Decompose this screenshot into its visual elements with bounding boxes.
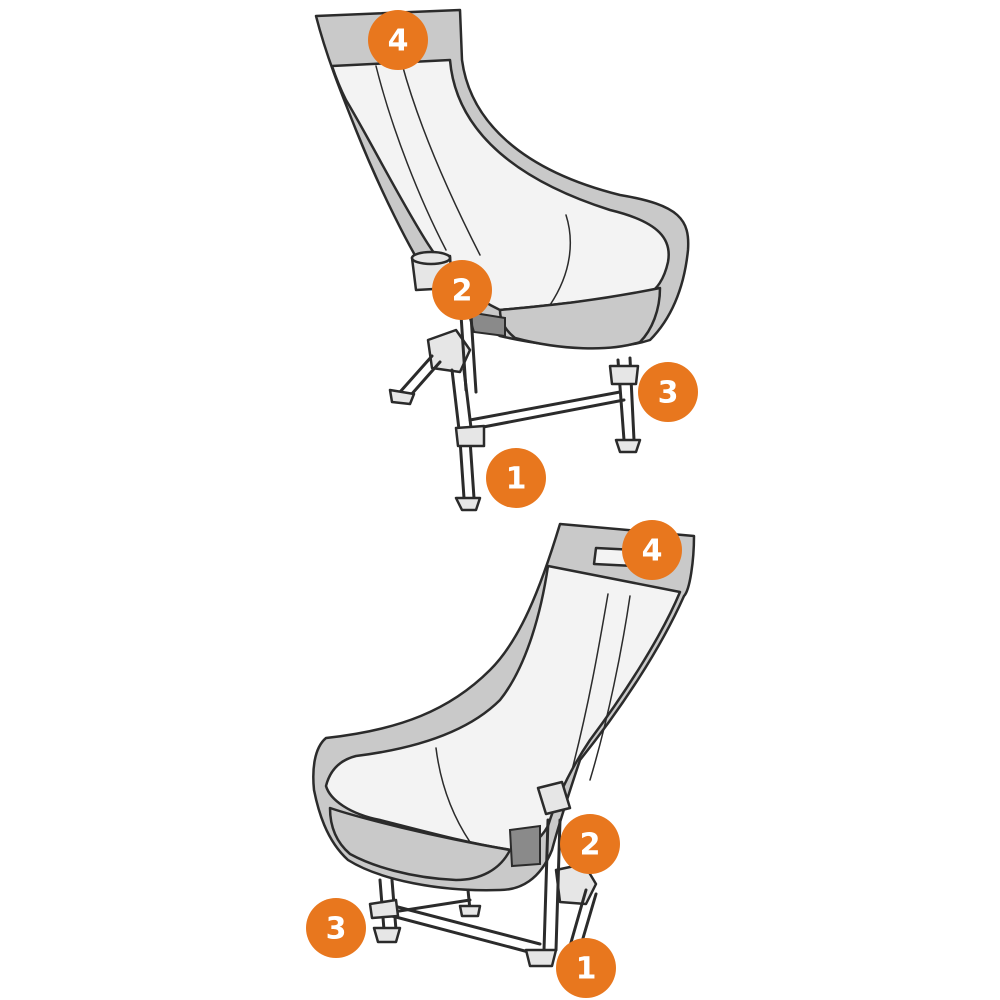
chair-bottom-foot (458, 904, 482, 918)
chair-top-leg-left (398, 354, 434, 394)
callout-number: 2 (452, 274, 473, 309)
callout-number: 4 (642, 534, 663, 569)
chair-bottom-strut-2 (554, 818, 562, 952)
chair-top-leg-left-2 (408, 360, 442, 398)
chair-top-foot-cap (608, 364, 640, 386)
callout-number: 1 (576, 952, 597, 987)
callout-2-top: 2 (432, 260, 492, 320)
chair-bottom-mesh (324, 564, 682, 852)
callout-3-bottom: 3 (306, 898, 366, 958)
chair-bottom-seat-panel (328, 806, 512, 882)
chair-bottom-crossbar-2 (392, 904, 542, 946)
chair-top-foot (388, 388, 416, 406)
chair-bottom-foot (372, 926, 402, 944)
chair-bottom-back-stripe (589, 595, 631, 781)
callout-number: 2 (580, 828, 601, 863)
chair-top-foot (454, 496, 482, 512)
callout-number: 3 (658, 376, 679, 411)
callout-number: 1 (506, 462, 527, 497)
chair-top-leg-lower-2 (468, 438, 476, 500)
chair-top (314, 8, 690, 512)
chair-bottom-foot (524, 948, 558, 968)
chair-top-cup-rim (410, 250, 452, 266)
chair-top-joint (454, 424, 486, 448)
callout-number: 4 (388, 24, 409, 59)
chair-top-foot (614, 438, 642, 454)
chair-bottom-strut (542, 818, 550, 952)
callout-2-bottom: 2 (560, 814, 620, 874)
chair-bottom-back-stripe (571, 593, 609, 771)
chair-top-crossbar-2 (476, 398, 626, 430)
chair-top-back-stripe (401, 63, 481, 256)
callout-1-bottom: 1 (556, 938, 616, 998)
chair-bottom-joint (368, 898, 400, 920)
callout-3-top: 3 (638, 362, 698, 422)
callout-1-top: 1 (486, 448, 546, 508)
chair-bottom-crossbar (390, 914, 538, 956)
callout-4-top: 4 (368, 10, 428, 70)
chair-top-back-stripe (375, 65, 447, 251)
chair-bottom-cup-holder (536, 780, 572, 816)
chair-top-center-seam (549, 214, 571, 306)
chair-bottom-pocket (508, 824, 541, 868)
chair-top-seat-panel (498, 286, 662, 350)
chair-top-leg-lower (458, 438, 466, 500)
callout-number: 3 (326, 912, 347, 947)
chair-top-crossbar (468, 390, 622, 422)
chair-bottom (312, 522, 696, 968)
chair-bottom-center-seam (435, 747, 471, 843)
callout-4-bottom: 4 (622, 520, 682, 580)
